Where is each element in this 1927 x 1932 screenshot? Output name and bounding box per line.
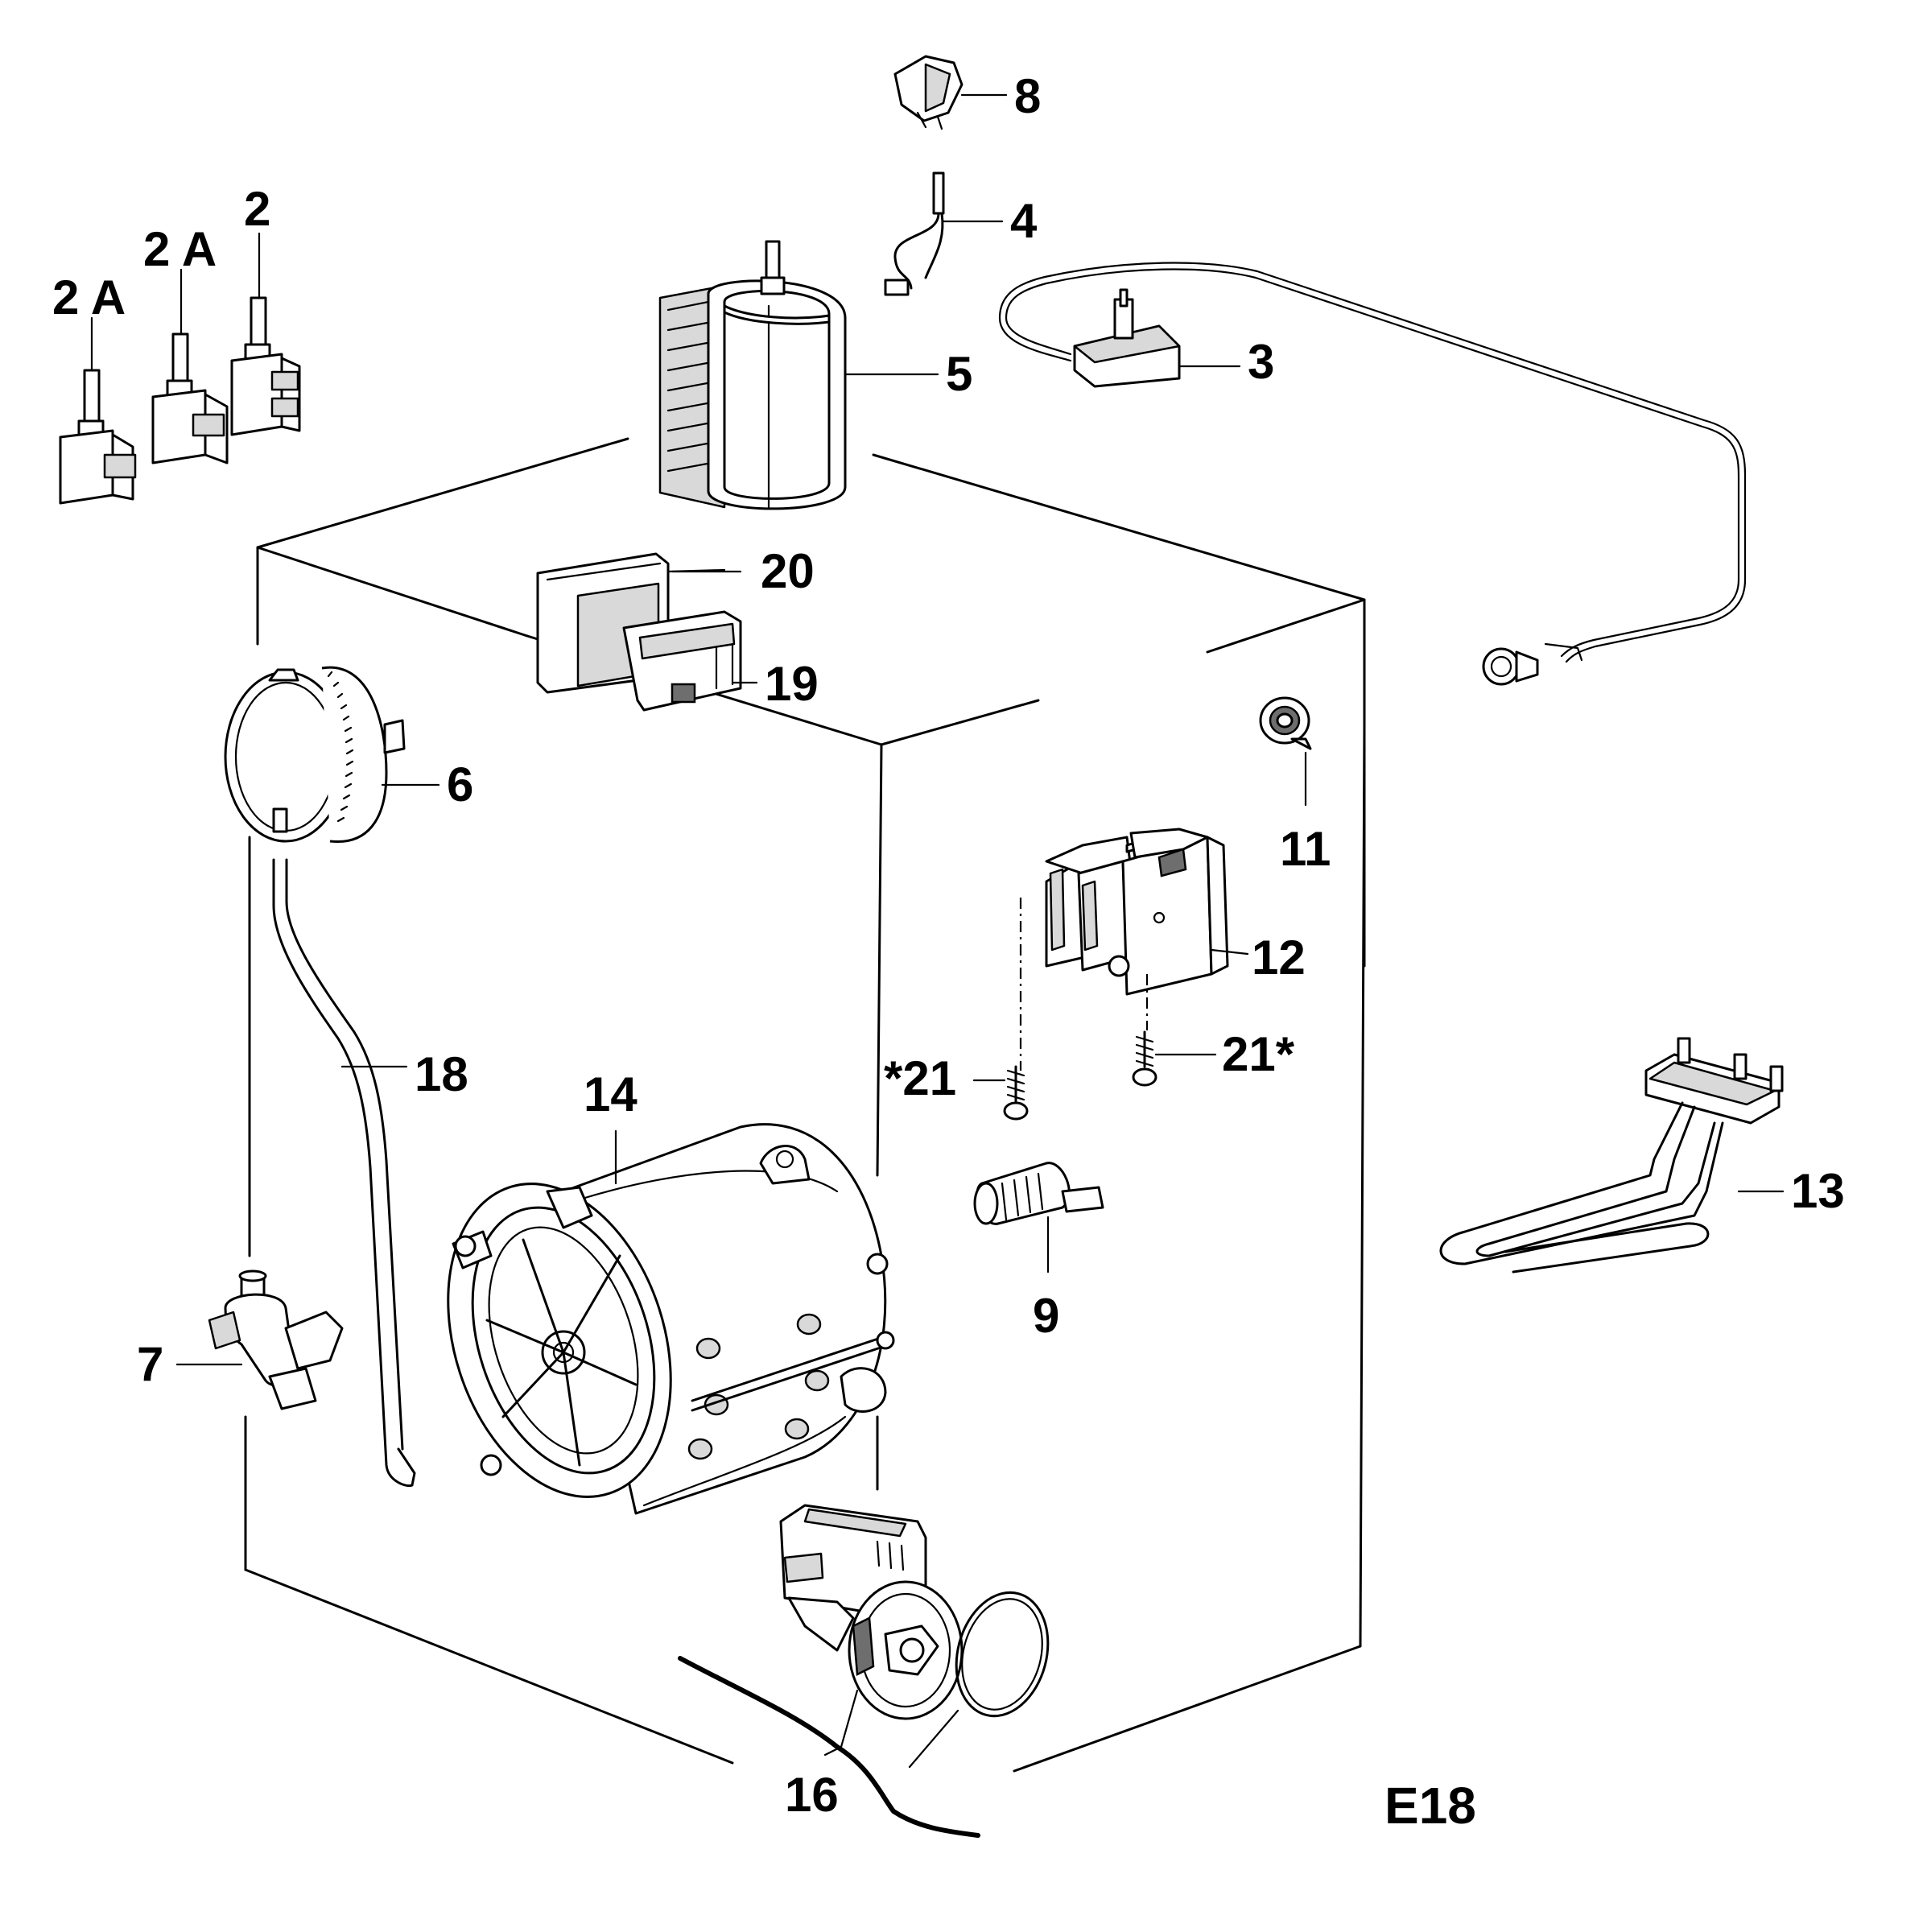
part-13-heater: [1439, 1037, 1785, 1274]
label-3: 3: [1248, 335, 1274, 389]
part-2a-switch-left: [59, 316, 137, 505]
label-8: 8: [1014, 69, 1041, 123]
label-12: 12: [1252, 931, 1306, 985]
part-14-motor: [447, 1123, 895, 1515]
label-19: 19: [765, 657, 819, 711]
label-9: 9: [1033, 1289, 1059, 1343]
label-6: 6: [447, 758, 473, 811]
label-2a-top: 2 A: [143, 222, 217, 276]
cabinet-outline: [244, 437, 1366, 1773]
part-2-switch: [230, 232, 301, 436]
part-6-pressure-switch: [224, 666, 440, 844]
part-16-pump: [779, 1504, 964, 1720]
part-11-bush: [1259, 696, 1312, 807]
label-14: 14: [584, 1067, 638, 1121]
part-16-gasket: [955, 1591, 1050, 1718]
label-16: 16: [785, 1768, 839, 1822]
part-18-hose: [272, 858, 416, 1488]
label-2a-left: 2 A: [52, 270, 126, 324]
part-9-capacitor: [973, 1162, 1104, 1274]
diagram-code: E18: [1384, 1777, 1476, 1835]
callout-labels: 8 4 2 2 A 2 A 5 3 20 19 6 11 12 18 14 *2…: [52, 69, 1845, 1835]
label-5: 5: [946, 347, 972, 401]
part-8-clip: [893, 55, 1008, 130]
label-20: 20: [761, 544, 815, 598]
label-13: 13: [1791, 1164, 1845, 1218]
label-21-right: 21*: [1222, 1027, 1295, 1081]
label-18: 18: [415, 1047, 468, 1101]
part-2a-switch-top: [151, 268, 229, 464]
label-4: 4: [1010, 194, 1038, 248]
part-19-switch-module: [622, 610, 758, 712]
part-4-wire-probe: [884, 171, 1004, 296]
part-3-thermostat: [998, 262, 1747, 686]
part-12-selector: [1019, 828, 1249, 1071]
part-7-inlet-valve: [175, 1269, 344, 1410]
part-21-screw-right: [1132, 1030, 1217, 1087]
part-5-timer: [658, 240, 939, 510]
label-21-left: *21: [884, 1051, 956, 1105]
part-16-leaders: [678, 1656, 980, 1838]
part-21-screw-left: [972, 1065, 1029, 1121]
label-7: 7: [137, 1337, 163, 1391]
label-2: 2: [244, 182, 270, 236]
label-11: 11: [1280, 822, 1331, 876]
